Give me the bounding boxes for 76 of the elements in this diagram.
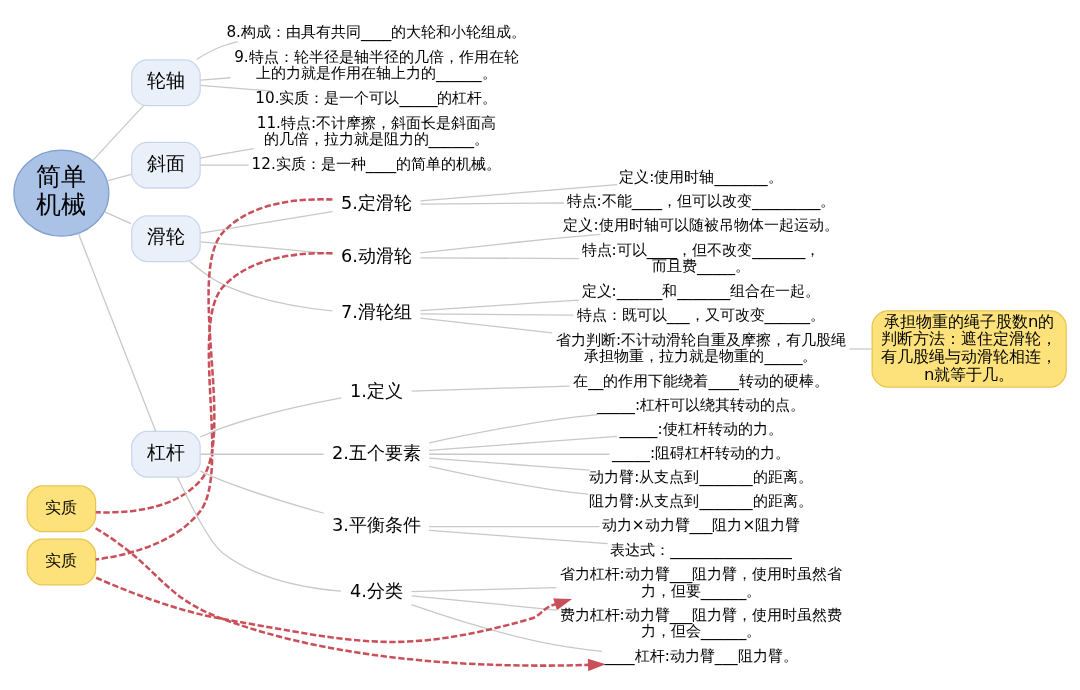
node-text: ____杠杆:动力臂___阻力臂。 (604, 646, 798, 665)
connector (419, 312, 574, 316)
connector (176, 476, 342, 592)
arrow (95, 576, 572, 643)
connector (189, 260, 334, 312)
node-text: 4.分类 (349, 580, 403, 601)
node-text: 省力判断:不计动滑轮自重及摩擦，有几股绳承担物重，拉力就是物重的_____。 (555, 330, 847, 365)
connector (428, 435, 618, 451)
connector (92, 104, 145, 161)
node-box: 实质 (26, 484, 97, 532)
connector (200, 210, 334, 234)
connector (199, 470, 325, 514)
node-box: 实质 (26, 538, 97, 585)
connector (428, 525, 601, 527)
node-text: 定义:使用时轴可以随被吊物体一起运动。 (563, 215, 839, 234)
connector (200, 76, 232, 81)
connector (419, 256, 580, 259)
node-box: 滑轮 (131, 214, 201, 262)
node-text: 省力杠杆:动力臂___阻力臂，使用时虽然省力，但要______。 (559, 564, 843, 600)
node-text: 1.定义 (349, 380, 403, 401)
connector (200, 84, 272, 92)
connector (199, 147, 255, 159)
connector (410, 594, 557, 611)
connector (410, 603, 603, 652)
node-text: 定义:使用时轴_______。 (619, 167, 783, 186)
connector (419, 298, 580, 311)
connector (199, 396, 342, 438)
node-text: 2.五个要素 (331, 442, 421, 463)
node-text: 6.动滑轮 (340, 245, 412, 266)
node-text: 特点:可以____，但不改变_______，而且费_____。 (581, 240, 821, 275)
node-text: 在__的作用下能绕着____转动的硬棒。 (573, 371, 829, 390)
node-text: 11.特点:不计摩擦，斜面长是斜面高的几倍，拉力就是阻力的______。 (256, 113, 497, 148)
connector (77, 232, 157, 432)
node-text: 表达式：________________ (610, 540, 792, 559)
connector (419, 317, 554, 333)
connector (848, 347, 873, 350)
connector (428, 465, 589, 495)
node-text: 8.构成：由具有共同____的大轮和小轮组成。 (226, 22, 527, 41)
connector (428, 529, 609, 544)
node-box: 斜面 (131, 141, 201, 189)
connector (428, 456, 591, 471)
arrow (95, 526, 606, 671)
connector (419, 233, 602, 253)
connector (410, 586, 557, 592)
connector (428, 453, 611, 455)
node-text: 动力臂:从支点到_______的距离。 (589, 467, 813, 486)
node-text: _____:杠杆可以绕其转动的点。 (596, 395, 806, 414)
connector (428, 413, 600, 443)
node-text: 10.实质：是一个可以_____的杠杆。 (255, 88, 498, 107)
node-box: 承担物重的绳子股数n的判断方法：遮住定滑轮，有几股绳与动滑轮相连，n就等于几。 (871, 309, 1067, 388)
node-text: 特点：既可以___，又可改变______。 (576, 305, 826, 324)
node-text: _____:使杠杆转动的力。 (619, 419, 783, 438)
node-text: 5.定滑轮 (340, 192, 412, 213)
connector (106, 173, 133, 182)
node-box: 杠杆 (131, 430, 201, 478)
connector (410, 384, 571, 392)
connector (200, 164, 250, 166)
node-text: 特点:不能____，但可以改变_________。 (566, 191, 836, 210)
node-text: 定义:______和_______组合在一起。 (581, 281, 821, 300)
node-text: 动力×动力臂___阻力×阻力臂 (601, 515, 801, 534)
node-text: 3.平衡条件 (331, 514, 421, 535)
connector (419, 201, 565, 205)
node-circle: 简单机械 (13, 148, 110, 237)
connector (104, 210, 132, 224)
node-text: 费力杠杆:动力臂___阻力臂，使用时虽然费力，但会______。 (559, 605, 843, 640)
node-text: 7.滑轮组 (340, 301, 412, 322)
connector (200, 453, 325, 455)
node-text: _____:阻碍杠杆转动的力。 (611, 443, 791, 462)
node-box: 轮轴 (131, 58, 201, 106)
connector (95, 251, 333, 561)
node-text: 阻力臂:从支点到_______的距离。 (589, 491, 813, 510)
connector (419, 183, 618, 202)
connector (95, 197, 333, 514)
connector (195, 40, 239, 60)
node-text: 9.特点：轮半径是轴半径的几倍，作用在轮上的力就是作用在轴上力的______。 (234, 47, 519, 82)
node-text: 12.实质：是一种____的简单的机械。 (251, 154, 502, 173)
